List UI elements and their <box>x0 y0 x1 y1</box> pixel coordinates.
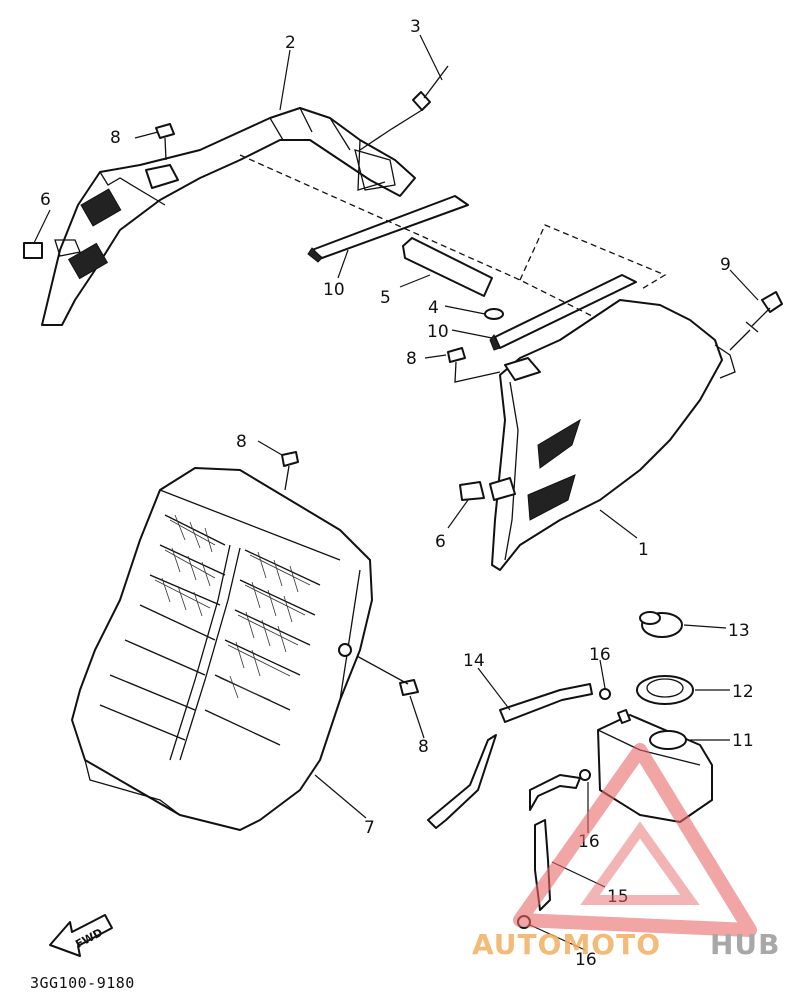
part-14-hose <box>427 683 593 829</box>
part-12-grommet <box>636 675 694 705</box>
callout-9: 9 <box>720 255 731 275</box>
part-10-strip-upper <box>307 195 469 263</box>
callout-14: 14 <box>463 651 485 671</box>
callout-8: 8 <box>236 432 247 452</box>
watermark-text-left: AUTOMOTO <box>472 928 661 961</box>
part-5-foam-bar <box>402 237 493 297</box>
grille-slats <box>99 514 321 761</box>
part-4-washer <box>484 308 504 320</box>
callout-8: 8 <box>406 349 417 369</box>
callout-3: 3 <box>410 17 421 37</box>
fastener-8-side <box>354 654 419 696</box>
fastener-8-mid <box>447 347 501 383</box>
watermark-logo-icon <box>513 743 757 937</box>
callouts: 2 3 8 6 10 5 4 10 8 9 8 6 1 13 12 11 14 … <box>40 17 754 970</box>
part-2-upper-bracket <box>41 107 416 326</box>
callout-1: 1 <box>638 540 649 560</box>
callout-10: 10 <box>427 322 449 342</box>
callout-13: 13 <box>728 621 750 641</box>
callout-6: 6 <box>435 532 446 552</box>
part-16-clip-a <box>599 688 611 700</box>
fwd-arrow: FWD <box>49 914 113 957</box>
part-10-strip-lower <box>489 274 637 351</box>
part-3-rivet <box>359 65 449 151</box>
part-13-cap <box>639 611 683 638</box>
callout-2: 2 <box>285 33 296 53</box>
callout-4: 4 <box>428 298 439 318</box>
callout-8: 8 <box>110 128 121 148</box>
part-1-side-cover <box>459 299 736 571</box>
callout-16: 16 <box>575 950 597 970</box>
callout-7: 7 <box>364 818 375 838</box>
grille-mesh <box>154 514 311 701</box>
callout-6: 6 <box>40 190 51 210</box>
callout-8: 8 <box>418 737 429 757</box>
callout-16: 16 <box>589 645 611 665</box>
fastener-8-top <box>155 123 175 161</box>
diagram-code: 3GG100-9180 <box>30 974 135 992</box>
watermark-text-right: HUB <box>710 928 781 961</box>
fastener-8-grille <box>281 451 299 491</box>
callout-11: 11 <box>732 731 754 751</box>
part-9-bolt <box>729 291 783 351</box>
part-6-nut-left <box>23 242 43 259</box>
callout-5: 5 <box>380 288 391 308</box>
watermark: AUTOMOTO HUB <box>472 743 781 961</box>
part-7-grille <box>71 467 373 831</box>
part-16-clip-b <box>579 769 591 781</box>
callout-10: 10 <box>323 280 345 300</box>
callout-12: 12 <box>732 682 754 702</box>
